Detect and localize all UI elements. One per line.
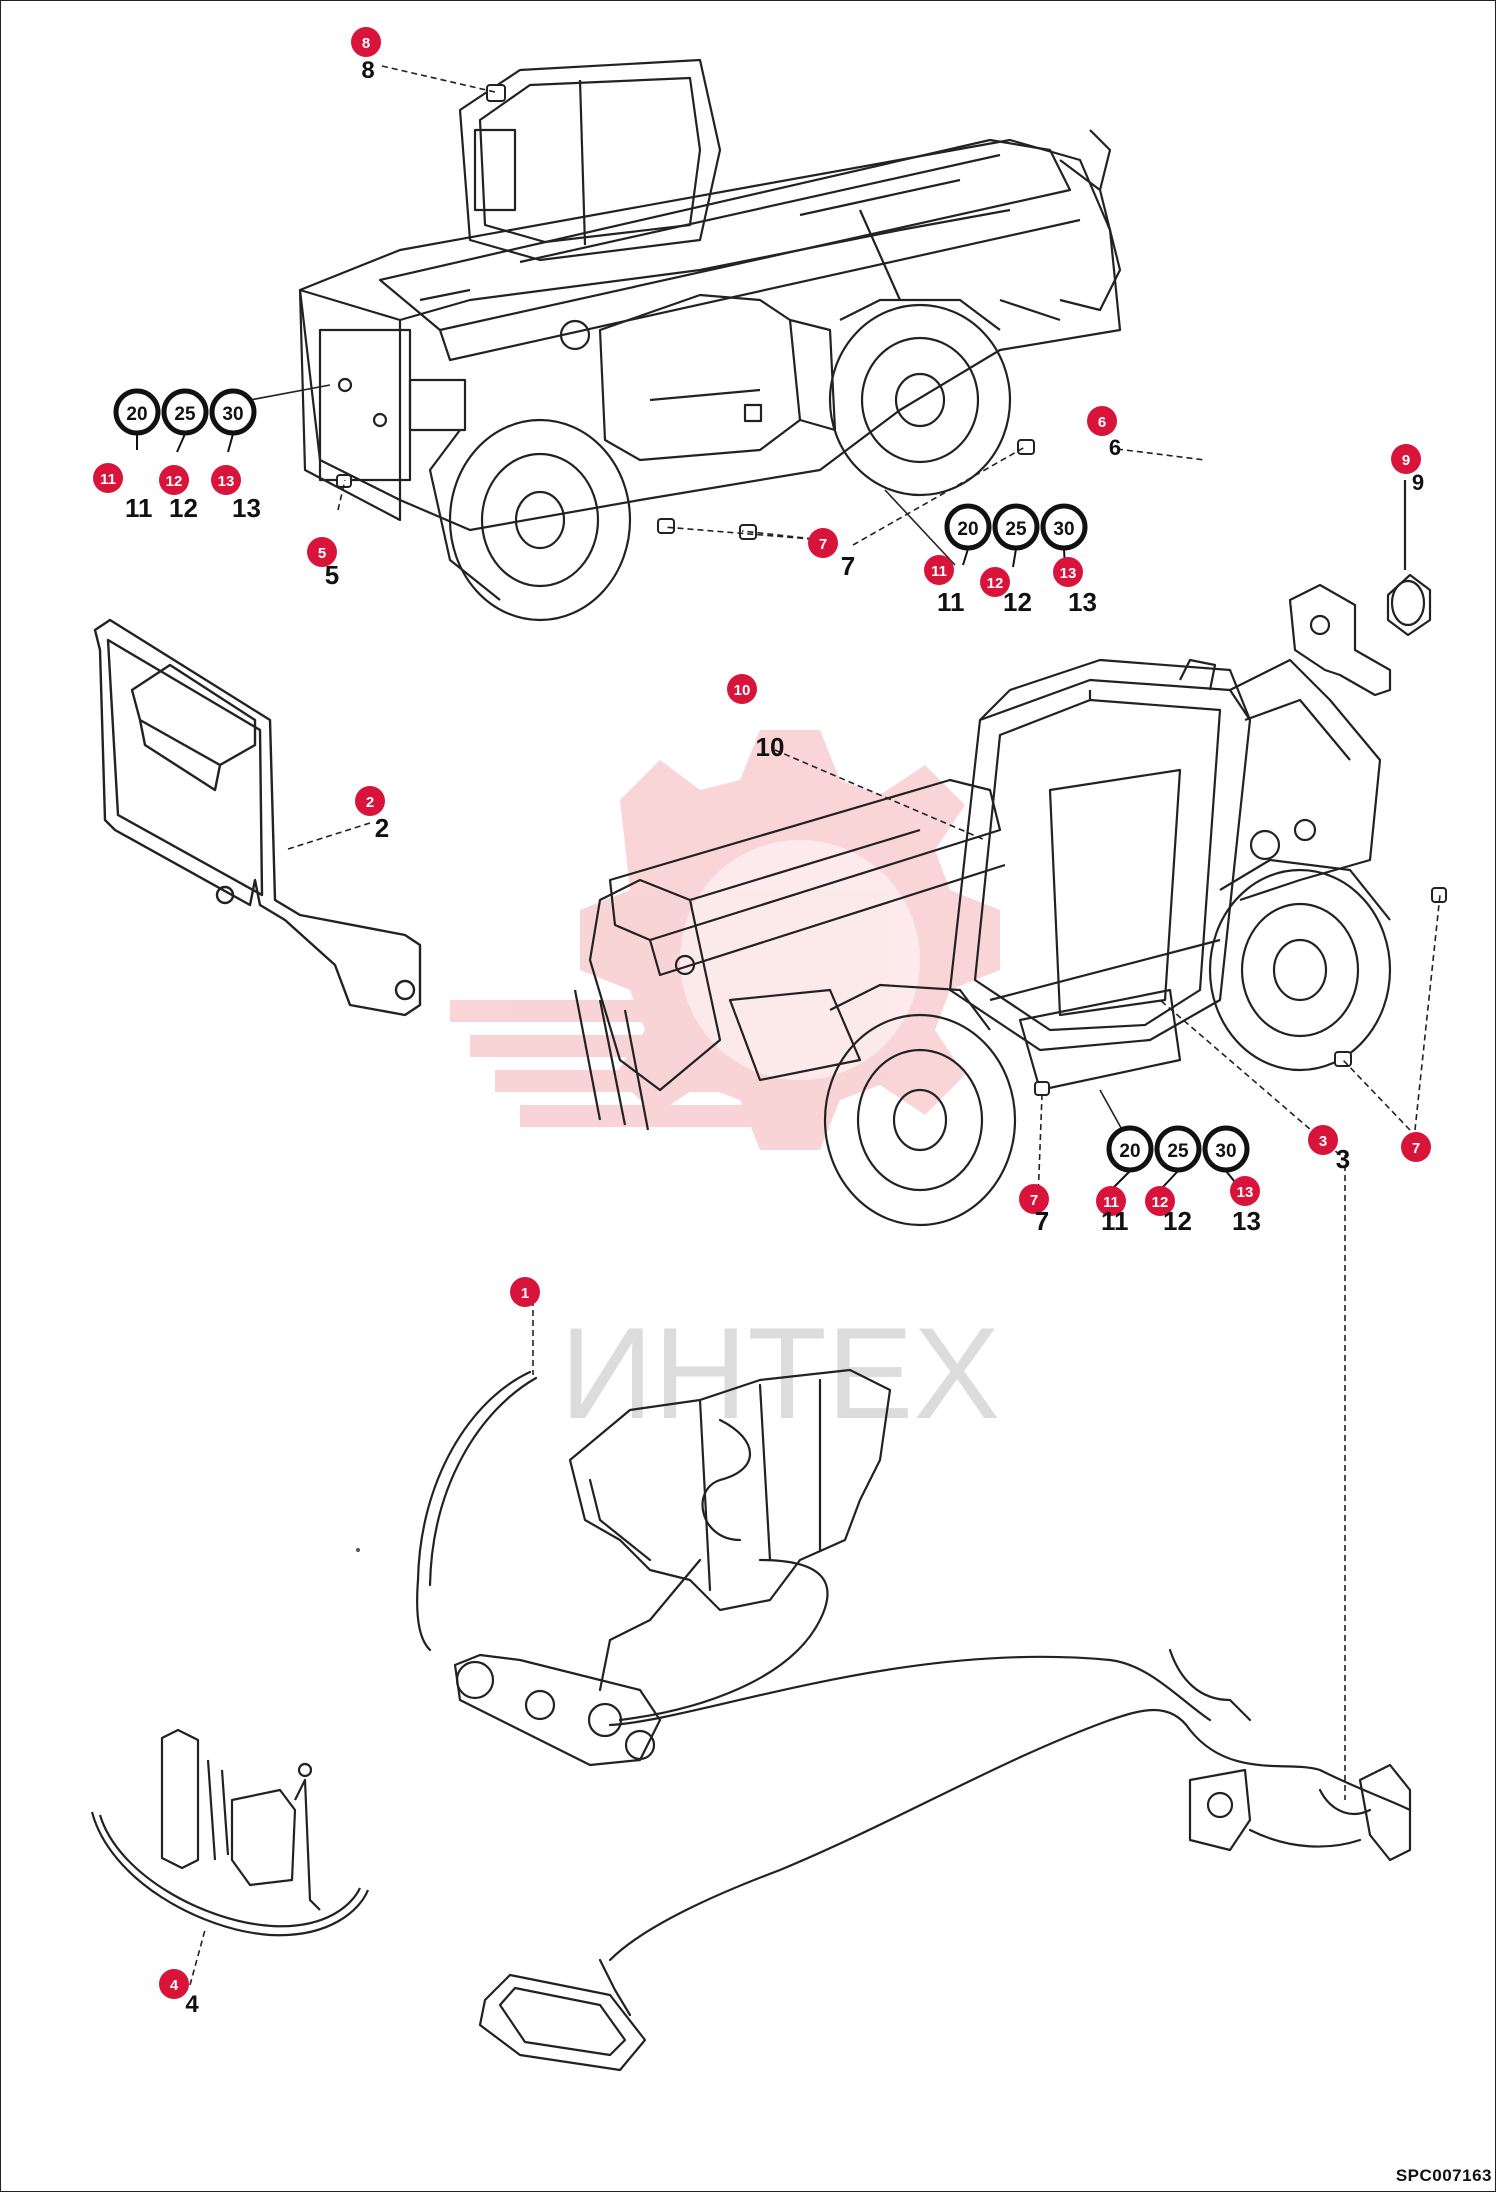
svg-text:6: 6 (1098, 414, 1106, 431)
ring-decal: 30 (209, 388, 257, 436)
callout-label: 11 (1101, 1206, 1129, 1236)
svg-text:8: 8 (361, 57, 374, 84)
callout-badge: 11 (924, 555, 954, 585)
callout-5: 5 5 (307, 537, 339, 590)
svg-text:9: 9 (1402, 452, 1410, 469)
callout-3: 3 3 (1308, 1125, 1350, 1174)
svg-text:5: 5 (318, 545, 326, 562)
callout-label: 11 (125, 493, 153, 523)
ring-decal: 30 (1040, 503, 1088, 551)
ring-decal: 25 (1154, 1125, 1202, 1173)
part-2-panel-seal (93, 618, 422, 1017)
ring-group-3: 20 25 30 11 12 13 11 12 13 (1096, 1125, 1261, 1236)
svg-text:13: 13 (1237, 1184, 1254, 1201)
svg-text:25: 25 (1167, 1141, 1189, 1162)
callout-label: 13 (232, 493, 261, 523)
callout-4: 4 4 (159, 1969, 199, 2018)
ring-decal: 20 (1106, 1125, 1154, 1173)
ring-decal: 20 (113, 388, 161, 436)
leader-lines (189, 65, 1441, 1986)
svg-text:20: 20 (126, 404, 147, 425)
svg-text:20: 20 (957, 519, 978, 540)
part-9-bracket (1288, 480, 1432, 697)
svg-text:4: 4 (170, 1977, 179, 1994)
drawing-code: SPC007163 (1395, 2166, 1492, 2185)
callout-7-right: 7 (1401, 1132, 1431, 1162)
callout-badge: 12 (159, 465, 189, 495)
svg-text:7: 7 (841, 551, 855, 581)
svg-text:10: 10 (734, 682, 751, 699)
callout-8: 8 8 (351, 27, 381, 84)
callout-badge: 12 (980, 567, 1010, 597)
callout-2: 2 2 (355, 786, 389, 843)
svg-text:6: 6 (1109, 435, 1121, 460)
ring-decal: 25 (992, 503, 1040, 551)
callout-badge: 13 (211, 465, 241, 495)
svg-text:30: 30 (1053, 519, 1074, 540)
callout-label: 12 (1163, 1206, 1192, 1236)
ring-decal: 20 (944, 503, 992, 551)
svg-text:13: 13 (1060, 565, 1077, 582)
svg-text:7: 7 (1030, 1192, 1038, 1209)
svg-text:5: 5 (325, 560, 339, 590)
svg-text:8: 8 (362, 35, 370, 52)
callout-label: 11 (937, 587, 965, 617)
ring-group-2: 20 25 30 11 12 13 11 12 13 (924, 503, 1097, 617)
svg-text:10: 10 (756, 732, 785, 762)
svg-text:12: 12 (1152, 1194, 1169, 1211)
speck (356, 1548, 360, 1552)
svg-text:12: 12 (166, 473, 183, 490)
callout-1: 1 (510, 1277, 540, 1307)
callout-badge: 12 (1145, 1186, 1175, 1216)
callout-label: 13 (1068, 587, 1097, 617)
svg-text:25: 25 (1005, 519, 1027, 540)
svg-text:20: 20 (1119, 1141, 1140, 1162)
svg-text:1: 1 (521, 1285, 529, 1302)
svg-text:30: 30 (1215, 1141, 1236, 1162)
ring-decal: 30 (1202, 1125, 1250, 1173)
svg-text:3: 3 (1336, 1144, 1350, 1174)
decal-markers-top (336, 84, 1035, 540)
ring-group-1: 20 25 30 11 12 13 11 12 13 (93, 388, 261, 523)
callout-10: 10 10 (727, 674, 784, 762)
decal-markers-middle (1034, 887, 1447, 1096)
svg-text:11: 11 (100, 471, 116, 488)
svg-text:7: 7 (1412, 1140, 1420, 1157)
callout-7-top: 7 7 (808, 528, 855, 581)
callout-9: 9 9 (1391, 444, 1424, 495)
machine-middle-view (573, 658, 1392, 1227)
svg-text:3: 3 (1319, 1133, 1327, 1150)
part-4-seal (90, 1728, 370, 1937)
svg-text:7: 7 (819, 536, 827, 553)
callout-label: 12 (1003, 587, 1032, 617)
ring-decal: 25 (161, 388, 209, 436)
svg-text:2: 2 (366, 794, 374, 811)
svg-text:13: 13 (218, 473, 235, 490)
svg-text:30: 30 (222, 404, 243, 425)
callout-badge: 11 (1096, 1186, 1126, 1216)
svg-text:12: 12 (987, 575, 1004, 592)
svg-text:7: 7 (1035, 1206, 1049, 1236)
callout-badge: 13 (1053, 557, 1083, 587)
callout-badge: 11 (93, 463, 123, 493)
svg-text:4: 4 (185, 1991, 199, 2018)
watermark-logo-center (680, 840, 920, 1080)
callout-6: 6 6 (1087, 406, 1121, 460)
wire-harness (416, 1368, 1412, 2072)
machine-top-view (298, 58, 1122, 622)
svg-text:2: 2 (375, 813, 389, 843)
svg-text:25: 25 (174, 404, 196, 425)
watermark-text: ИНТЕХ (560, 1300, 1000, 1446)
svg-text:9: 9 (1412, 470, 1424, 495)
svg-text:11: 11 (931, 563, 947, 580)
callout-label: 12 (169, 493, 198, 523)
callout-label: 13 (1232, 1206, 1261, 1236)
callout-badge: 13 (1230, 1176, 1260, 1206)
callout-7-bottom: 7 7 (1019, 1184, 1049, 1236)
svg-text:11: 11 (1103, 1194, 1119, 1211)
